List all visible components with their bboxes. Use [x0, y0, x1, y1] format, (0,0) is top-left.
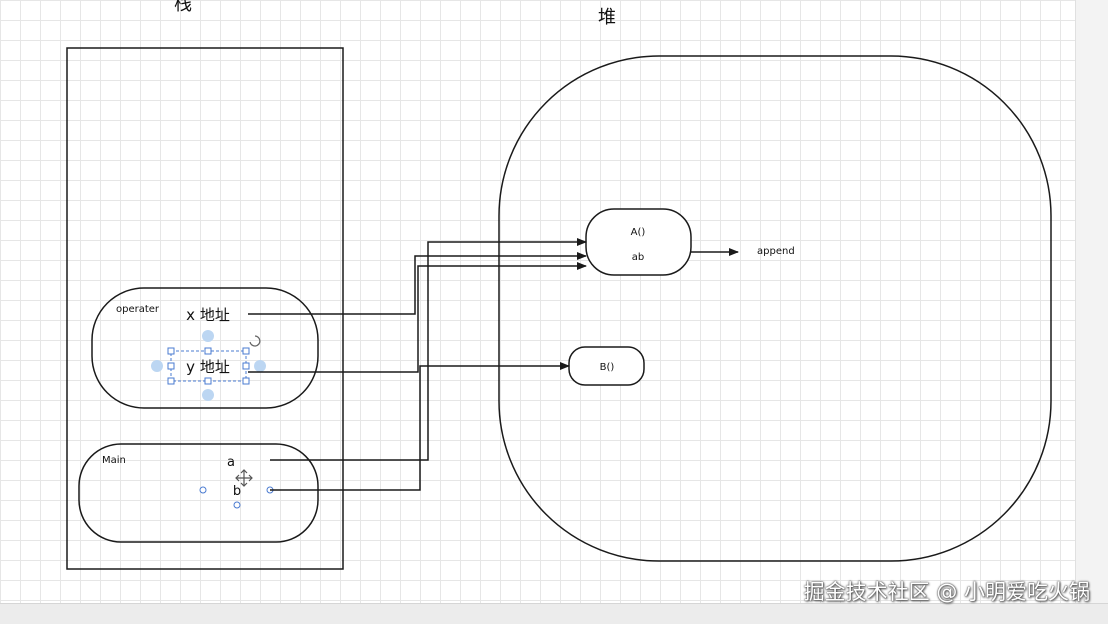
- heap-title: 堆: [598, 7, 616, 28]
- selection-box[interactable]: [151, 330, 266, 401]
- rotate-icon[interactable]: [249, 335, 261, 347]
- connection-point[interactable]: [151, 360, 163, 372]
- connection-point[interactable]: [202, 389, 214, 401]
- main-frame[interactable]: [78, 443, 319, 543]
- diagram-canvas[interactable]: [0, 0, 1075, 603]
- resize-handle[interactable]: [242, 362, 250, 370]
- diagram-svg: 栈 堆 operater x 地址 y 地址 Main a b A() ab: [66, 0, 1052, 570]
- bottom-status-bar: [0, 603, 1108, 624]
- move-cursor-icon: [235, 469, 253, 487]
- x-reference-arrow[interactable]: [248, 252, 587, 315]
- stack-container[interactable]: [66, 47, 344, 570]
- stack-title: 栈: [174, 0, 192, 15]
- a-object-label: A(): [631, 227, 646, 238]
- connection-point[interactable]: [254, 360, 266, 372]
- a-variable[interactable]: a: [227, 455, 235, 470]
- resize-handle[interactable]: [204, 377, 212, 385]
- a-object-field: ab: [632, 252, 644, 263]
- y-address-variable[interactable]: y 地址: [186, 358, 230, 376]
- resize-handle[interactable]: [167, 362, 175, 370]
- right-scroll-gutter[interactable]: [1075, 0, 1108, 603]
- operater-frame-label: operater: [116, 304, 160, 315]
- connection-point[interactable]: [199, 486, 207, 494]
- b-reference-arrow[interactable]: [270, 362, 570, 491]
- main-frame-label: Main: [102, 455, 126, 466]
- resize-handle[interactable]: [242, 377, 250, 385]
- x-address-variable[interactable]: x 地址: [186, 306, 230, 324]
- append-label: append: [757, 246, 795, 257]
- resize-handle[interactable]: [204, 347, 212, 355]
- heap-container[interactable]: [498, 55, 1052, 562]
- resize-handle[interactable]: [167, 347, 175, 355]
- resize-handle[interactable]: [242, 347, 250, 355]
- y-reference-arrow[interactable]: [248, 262, 587, 373]
- b-object-label: B(): [600, 362, 615, 373]
- b-variable[interactable]: b: [233, 484, 241, 499]
- connection-point[interactable]: [202, 330, 214, 342]
- watermark: 掘金技术社区 @ 小明爱吃火锅: [803, 580, 1090, 604]
- resize-handle[interactable]: [167, 377, 175, 385]
- connection-point[interactable]: [233, 501, 241, 509]
- operater-frame[interactable]: [91, 287, 319, 409]
- a-object-node[interactable]: [585, 208, 692, 276]
- a-reference-arrow[interactable]: [270, 238, 587, 461]
